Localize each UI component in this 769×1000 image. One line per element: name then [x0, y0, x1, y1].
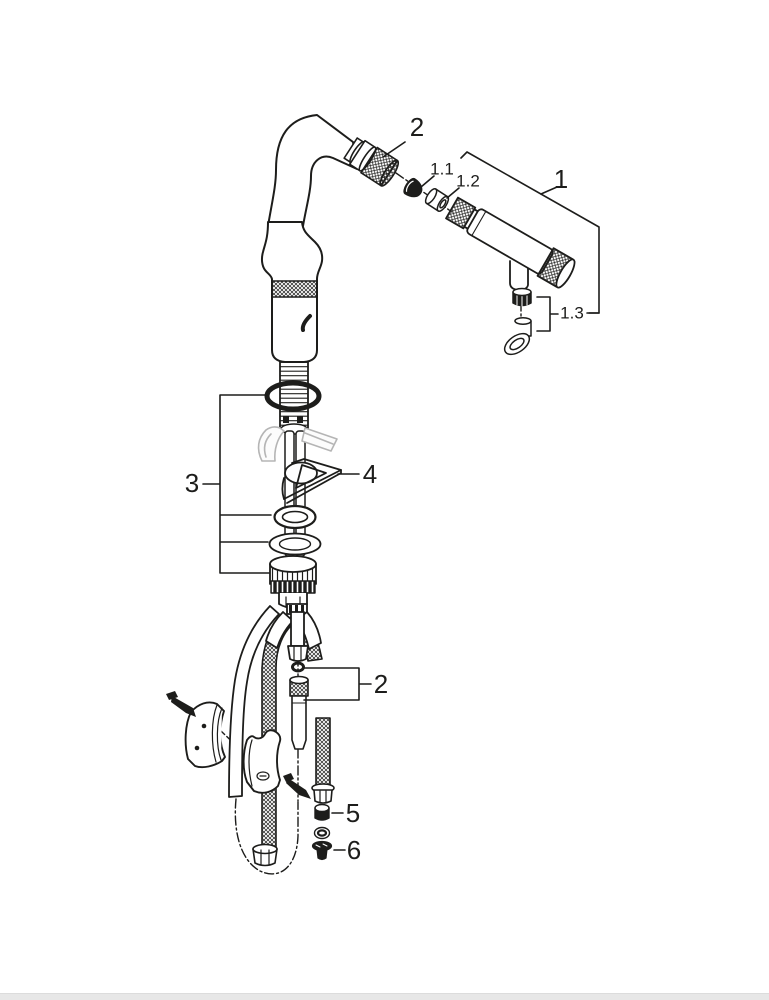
leader-1-1	[420, 175, 435, 188]
callout-label-spout-aerator: 2	[409, 112, 425, 142]
callout-label-mounting-set: 3	[184, 468, 200, 498]
leader-2-top	[382, 141, 406, 158]
spray-head	[445, 196, 576, 289]
mounting-set	[265, 504, 322, 662]
ghost-deck-left	[257, 426, 285, 462]
ghost-sink-deck	[257, 426, 338, 462]
callout-label-fixing-clip: 4	[362, 459, 378, 489]
bracket-1-3	[536, 296, 600, 332]
coupling-seal-ring	[291, 661, 305, 673]
filter-insert-part5	[314, 803, 330, 821]
fixing-clip	[281, 458, 342, 504]
pullout-hose-loop-path	[234, 798, 299, 875]
bracket-2-mid	[303, 667, 372, 701]
outlet-elbow	[503, 317, 532, 356]
spout-tube	[267, 114, 358, 227]
leader-1-2	[446, 187, 460, 199]
callout-label-hose-coupling: 2	[373, 669, 389, 699]
hose-coupling-parts	[289, 661, 309, 750]
callout-label-adapter-sleeve: 1.2	[456, 171, 480, 191]
screen-plug-part6	[311, 840, 333, 861]
ghost-deck-left-line	[263, 433, 272, 458]
shank-window	[297, 416, 303, 423]
callout-label-screen-plug: 6	[346, 835, 362, 865]
callout-label-filter-insert: 5	[345, 798, 361, 828]
callout-label-spray-head: 1	[553, 164, 569, 194]
hose-fork	[265, 603, 322, 662]
shank-window	[283, 416, 289, 423]
footer-bar	[0, 993, 769, 1000]
hose-nut-right	[311, 783, 335, 804]
lever-mark	[300, 314, 312, 332]
leader-1	[540, 186, 558, 195]
hose-nut-left	[252, 843, 278, 867]
coupling-nipple	[289, 675, 309, 750]
callout-lines	[202, 141, 600, 851]
callout-label-check-valve-set: 1.3	[560, 303, 584, 323]
spray-head-end-face	[555, 258, 576, 289]
check-valve-set	[503, 287, 532, 356]
supply-hose-right-lower	[315, 717, 331, 787]
bracket-3	[202, 394, 272, 574]
aerator-mesh-face	[379, 159, 400, 187]
weight-screw-hole	[201, 723, 207, 729]
weight-half-right	[242, 729, 282, 794]
shank-o-ring	[264, 380, 322, 412]
body-knurled-band	[271, 280, 318, 298]
weight-screw-bottom	[283, 773, 311, 799]
seal-cone-part11	[403, 177, 423, 198]
washer-hole	[278, 537, 312, 551]
weight-screw-hole	[194, 745, 200, 751]
hose-weight	[166, 691, 311, 799]
adapter-sleeve-part12	[424, 188, 450, 212]
weight-screw-top	[166, 691, 196, 717]
o-ring-mid-hole	[281, 510, 309, 524]
sealing-washer-small	[313, 826, 331, 840]
callout-label-seal-cone: 1.1	[430, 159, 454, 179]
bottom-fittings	[311, 803, 333, 861]
spout-aerator	[343, 137, 400, 187]
ghost-deck-right-line	[304, 432, 334, 445]
mounting-nut	[269, 555, 317, 609]
check-valve-cap	[512, 287, 532, 307]
pullout-hose	[228, 605, 280, 798]
